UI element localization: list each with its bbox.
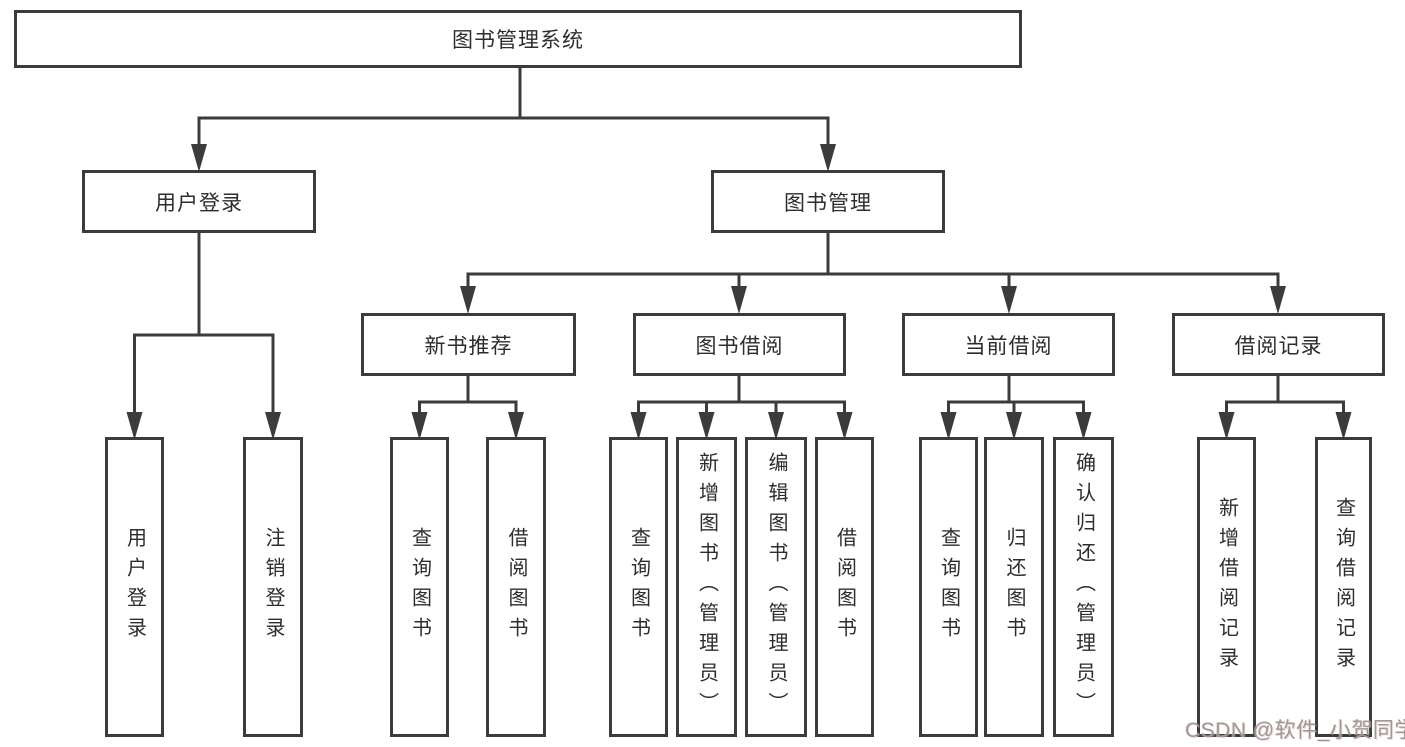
node-label: 图书借阅 bbox=[695, 334, 784, 358]
leaf-query-borrow-record: 查询借阅记录 bbox=[1315, 437, 1372, 737]
leaf-query-books-borrowing: 查询图书 bbox=[609, 437, 668, 737]
node-label: 借阅记录 bbox=[1234, 334, 1323, 358]
leaf-user-login: 用户登录 bbox=[105, 437, 164, 737]
leaf-borrow-books-recommend: 借阅图书 bbox=[486, 437, 546, 737]
leaf-label: 确认归还（管理员） bbox=[1072, 452, 1095, 722]
node-label: 用户登录 bbox=[155, 191, 243, 215]
leaf-return-books: 归还图书 bbox=[984, 437, 1044, 737]
leaf-label: 新增图书（管理员） bbox=[695, 452, 718, 722]
leaf-label: 借阅图书 bbox=[505, 527, 527, 647]
node-book-management: 图书管理 bbox=[711, 170, 945, 233]
leaf-borrow-books: 借阅图书 bbox=[815, 437, 874, 737]
leaf-label: 查询图书 bbox=[627, 527, 650, 647]
leaf-confirm-return-admin: 确认归还（管理员） bbox=[1053, 437, 1114, 737]
node-label: 新书推荐 bbox=[424, 334, 513, 358]
node-new-book-recommend: 新书推荐 bbox=[361, 313, 576, 376]
leaf-label: 注销登录 bbox=[262, 527, 284, 647]
node-label: 图书管理 bbox=[784, 191, 872, 215]
leaf-label: 归还图书 bbox=[1003, 527, 1025, 647]
leaf-logout: 注销登录 bbox=[243, 437, 303, 737]
node-label: 当前借阅 bbox=[964, 334, 1053, 358]
leaf-edit-books-admin: 编辑图书（管理员） bbox=[745, 437, 807, 737]
node-borrowing-records: 借阅记录 bbox=[1172, 313, 1385, 376]
leaf-label: 用户登录 bbox=[123, 527, 146, 647]
node-library-management-system: 图书管理系统 bbox=[14, 10, 1022, 68]
leaf-label: 新增借阅记录 bbox=[1215, 497, 1238, 677]
leaf-query-books-current: 查询图书 bbox=[919, 437, 978, 737]
leaf-label: 查询图书 bbox=[408, 527, 431, 647]
leaf-query-books-recommend: 查询图书 bbox=[390, 437, 449, 737]
leaf-label: 借阅图书 bbox=[833, 527, 856, 647]
node-user-login: 用户登录 bbox=[82, 170, 316, 233]
leaf-add-borrow-record: 新增借阅记录 bbox=[1197, 437, 1256, 737]
node-current-borrowing: 当前借阅 bbox=[902, 313, 1115, 376]
csdn-watermark: CSDN @软件_小贺同学 bbox=[1185, 719, 1405, 742]
leaf-label: 查询图书 bbox=[937, 527, 960, 647]
node-book-borrowing: 图书借阅 bbox=[633, 313, 846, 376]
leaf-label: 查询借阅记录 bbox=[1332, 497, 1355, 677]
leaf-label: 编辑图书（管理员） bbox=[765, 452, 787, 722]
leaf-add-books-admin: 新增图书（管理员） bbox=[676, 437, 737, 737]
node-label: 图书管理系统 bbox=[452, 29, 584, 52]
